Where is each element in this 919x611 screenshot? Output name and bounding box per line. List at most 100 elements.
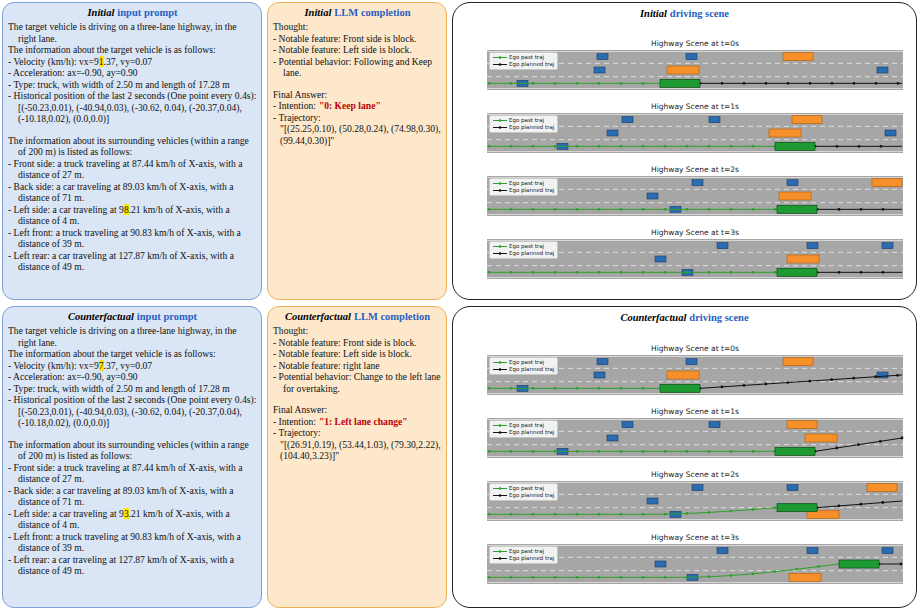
legend-line [493, 432, 507, 433]
ego-truck [660, 384, 700, 392]
trajectory-point [554, 145, 557, 148]
trajectory-point [786, 381, 789, 384]
prompt-text: - Trajectory: [273, 112, 321, 123]
trajectory-point [795, 568, 798, 571]
past-trajectory [489, 388, 660, 389]
car-rect [877, 372, 888, 378]
highway-scene [487, 483, 903, 520]
car-rect [647, 498, 658, 504]
trajectory-point [836, 145, 839, 148]
trajectory-point [699, 387, 702, 390]
trajectory-point [488, 450, 491, 453]
text-line: - Left rear: a car traveling at 127.87 k… [8, 250, 257, 273]
legend-sample [493, 62, 507, 67]
legend-line [493, 183, 507, 184]
trajectory-point [708, 575, 711, 578]
prompt-text: - Front side: a truck traveling at 87.44… [8, 462, 242, 485]
trajectory-point [532, 387, 535, 390]
trajectory-point [816, 271, 819, 274]
plot-title-line: Highway Scene at t=3s [487, 227, 903, 239]
truck-rect [783, 53, 813, 61]
scene-plot: Highway Scene at t=2sEgo past trajEgo pl… [487, 164, 903, 216]
trajectory-point [488, 513, 491, 516]
lane-marking [487, 189, 903, 190]
legend-line [493, 253, 507, 254]
scene-plot: Highway Scene at t=2sEgo past trajEgo pl… [487, 469, 903, 521]
heading-text: driving scene [689, 312, 748, 323]
road-edge [487, 240, 903, 241]
text-line: - Intention:"1: Left lane change" [273, 416, 442, 428]
trajectory-point [576, 513, 579, 516]
trajectory-point [576, 576, 579, 579]
legend-dot [499, 63, 502, 66]
plot-title-line: Highway Scene at t=1s [487, 406, 903, 418]
trajectory-point [730, 145, 733, 148]
legend-sample [493, 125, 507, 130]
trajectory-point [860, 208, 863, 211]
road-edge [487, 519, 903, 520]
prompt-text: The information about the target vehicle… [8, 348, 216, 359]
text-line: - Acceleration: ax=-0.90, ay=0.90 [8, 67, 257, 79]
legend-box: Ego past trajEgo planned traj [489, 483, 558, 501]
legend-dot [499, 56, 502, 59]
prompt-text: - Notable feature: Front side is block. [273, 337, 417, 348]
plot-title: Highway Scene at t=2s [651, 470, 739, 479]
truck-rect [807, 510, 839, 518]
trajectory-point [751, 508, 754, 511]
legend-line [493, 558, 507, 559]
legend-sample [493, 188, 507, 193]
prompt-text: The target vehicle is driving on a three… [8, 325, 237, 348]
text-line: - Velocity (km/h): vx=97.37, vy=0.07 [8, 360, 257, 372]
ego-truck [775, 447, 815, 455]
legend-item: Ego past traj [493, 548, 554, 555]
box-heading: InitialLLM completion [273, 6, 442, 19]
trajectory-point [532, 576, 535, 579]
legend-text: Ego past traj [509, 359, 544, 365]
lane-marking [487, 444, 903, 445]
past-trajectory [489, 209, 777, 210]
heading-text: Initial [87, 7, 114, 18]
text-line: The target vehicle is driving on a three… [8, 21, 257, 44]
prompt-text: - Velocity (km/h): vx=9 [8, 360, 99, 371]
prompt-box: Initialinput promptThe target vehicle is… [2, 2, 262, 300]
trajectory-point [774, 450, 777, 453]
legend-line [493, 362, 507, 363]
trajectory-point [817, 565, 820, 568]
car-rect [687, 574, 698, 580]
legend-item: Ego planned traj [493, 429, 554, 436]
trajectory-point [838, 271, 841, 274]
car-rect [882, 243, 893, 249]
prompt-text: .37, vy=0.07 [104, 360, 153, 371]
trajectory-point [879, 440, 882, 443]
prompt-text: - Type: truck, with width of 2.50 m and … [8, 383, 230, 394]
car-rect [787, 485, 798, 491]
plot-title-line: Highway Scene at t=2s [487, 469, 903, 481]
prompt-text: - Historical position of the last 2 seco… [8, 90, 256, 124]
trajectory-point [743, 384, 746, 387]
car-rect [594, 67, 605, 73]
trajectory-point [642, 208, 645, 211]
past-points [488, 271, 777, 274]
legend-text: Ego planned traj [509, 492, 554, 498]
planned-trajectory [815, 146, 902, 147]
trajectory-point [554, 513, 557, 516]
text-line: - Back side: a car traveling at 89.03 km… [8, 181, 257, 204]
planned-points [814, 145, 883, 148]
car-rect [597, 54, 608, 60]
highway-scene [487, 420, 903, 457]
plot-title-line: Highway Scene at t=0s [487, 38, 903, 50]
trajectory-point [554, 576, 557, 579]
legend-item: Ego planned traj [493, 366, 554, 373]
plot-title-line: Highway Scene at t=0s [487, 343, 903, 355]
planned-trajectory [879, 564, 902, 565]
trajectory-point [576, 387, 579, 390]
trajectory-point [881, 501, 884, 504]
legend-item: Ego past traj [493, 422, 554, 429]
legend-box: Ego past trajEgo planned traj [489, 115, 558, 133]
road-edge [487, 393, 903, 394]
prompt-text: - Notable feature: Front side is block. [273, 33, 417, 44]
text-line: - Front side: a truck traveling at 87.44… [8, 462, 257, 485]
road-edge [487, 456, 903, 457]
trajectory-point [686, 271, 689, 274]
trajectory-point [901, 437, 904, 440]
